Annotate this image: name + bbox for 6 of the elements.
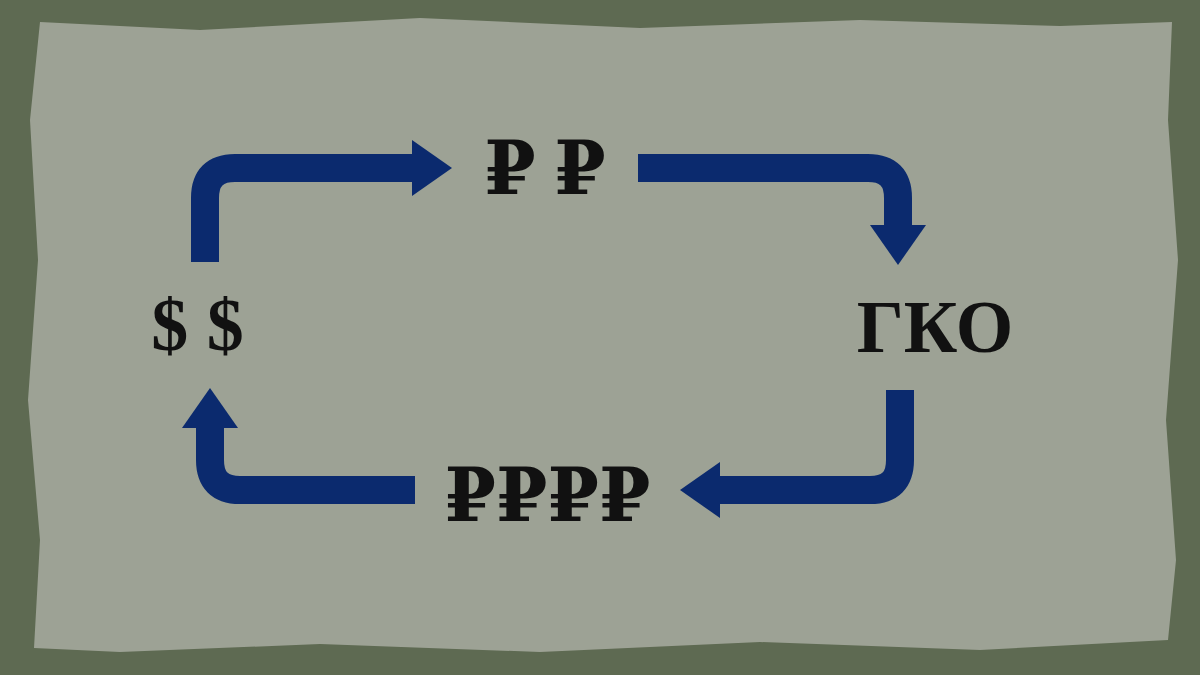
arrow	[182, 388, 415, 504]
currency-label: ГКО	[856, 285, 1014, 370]
arrow	[638, 154, 926, 265]
currency-label: $ $	[151, 282, 244, 368]
currency-label: ₽₽₽₽	[444, 453, 651, 539]
currency-label: ₽ ₽	[484, 126, 606, 212]
